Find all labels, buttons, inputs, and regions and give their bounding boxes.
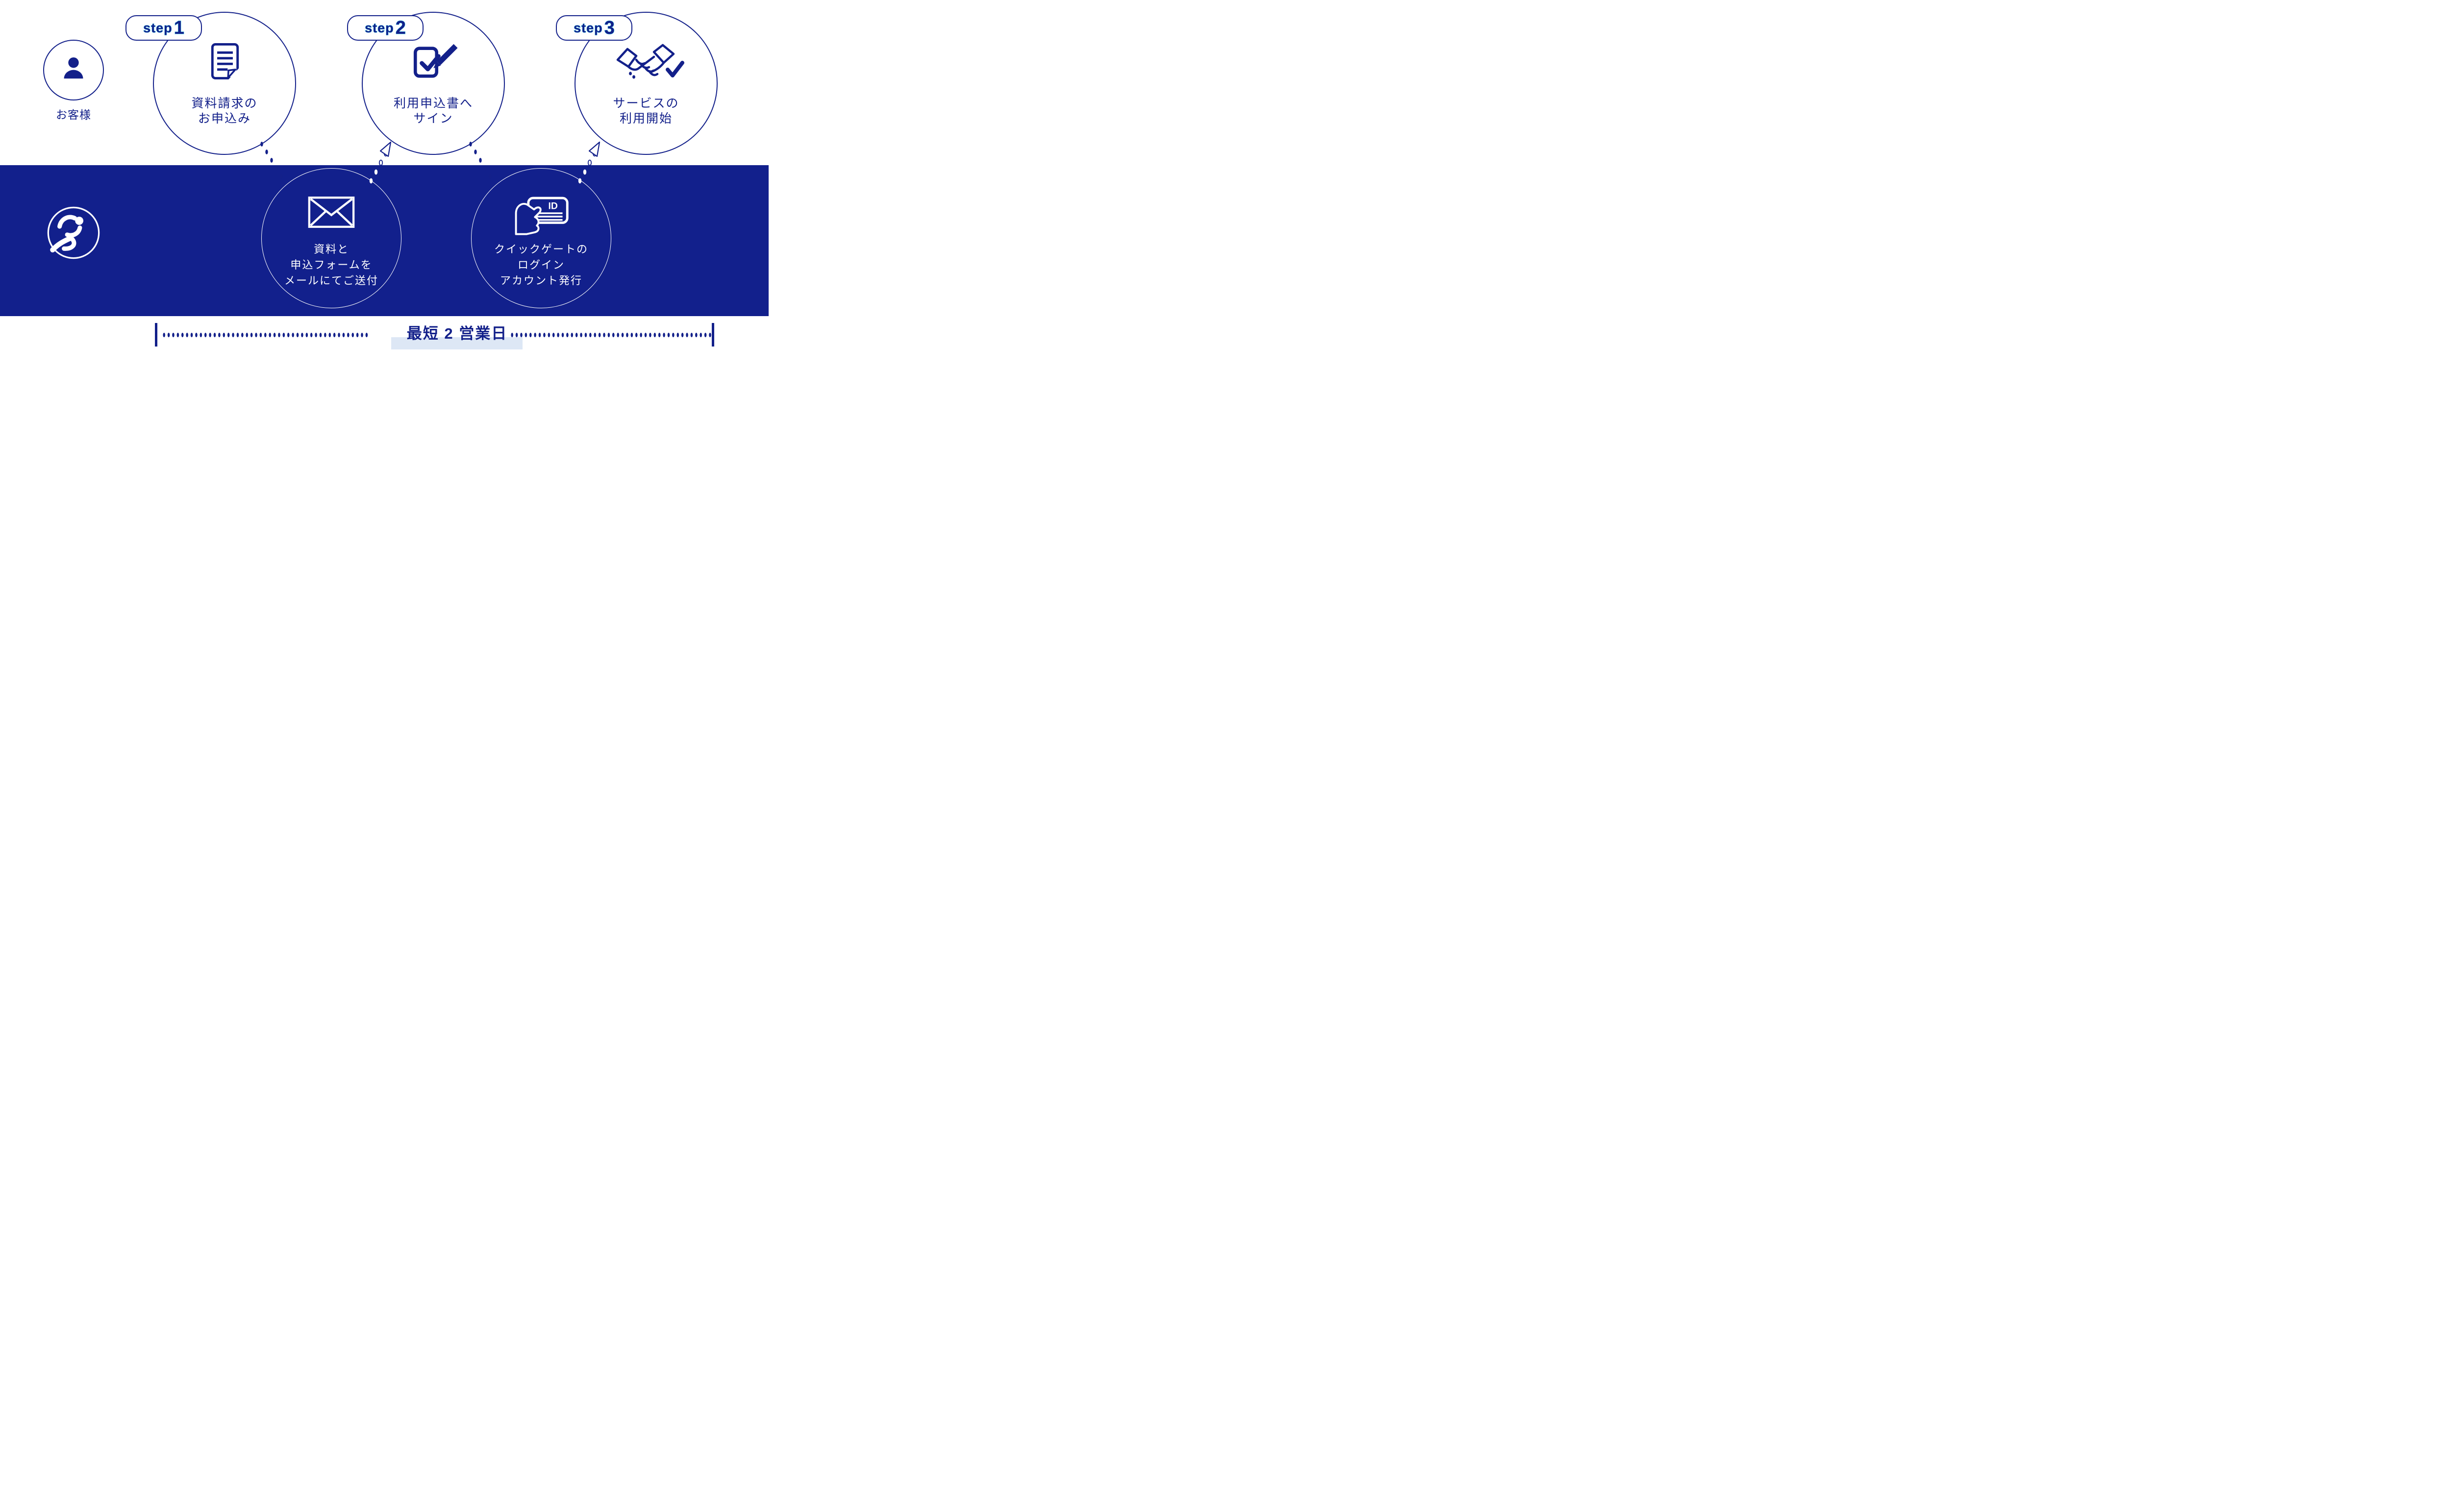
mail-step-line2: 申込フォームを: [290, 259, 373, 271]
arrow-to-step3: [588, 141, 600, 157]
timeline-start-bar: [155, 323, 157, 347]
id-card-text: ID: [548, 200, 557, 211]
step2-label: 利用申込書へ サイン: [362, 96, 505, 126]
runner-icon: [47, 206, 100, 259]
account-step-line1: クイックゲートの: [494, 243, 588, 255]
mail-step-label: 資料と 申込フォームを メールにてご送付: [261, 242, 401, 289]
timeline-end-bar: [712, 323, 714, 347]
step1-label-line1: 資料請求の: [191, 97, 258, 110]
step1-badge-number: 1: [174, 18, 184, 38]
timeline-dots-right: [510, 332, 712, 338]
step1-badge-prefix: step: [143, 20, 173, 35]
customer-label: お客様: [56, 108, 91, 121]
process-flow-diagram: お客様 資料請求の お申込み 利用申込書へ サイン: [0, 0, 769, 352]
step2-circle: [362, 12, 505, 155]
step2-label-line1: 利用申込書へ: [393, 97, 473, 110]
step1-badge: step 1: [125, 15, 202, 41]
step1-circle: [153, 12, 296, 155]
mail-step-line3: メールにてご送付: [284, 274, 378, 287]
step3-badge: step 3: [556, 15, 632, 41]
account-step-circle: [471, 168, 611, 308]
person-icon: [64, 57, 83, 79]
timeline-dots-left: [162, 332, 370, 338]
step3-label: サービスの 利用開始: [575, 96, 718, 126]
id-card-icon: ID: [515, 197, 569, 235]
step3-badge-number: 3: [604, 18, 615, 38]
checkbox-pen-icon: [413, 43, 459, 78]
step2-label-line2: サイン: [413, 112, 453, 125]
document-icon: [211, 43, 239, 80]
envelope-icon: [308, 197, 355, 228]
step2-badge-number: 2: [395, 18, 406, 38]
step2-badge: step 2: [347, 15, 424, 41]
mail-step-line1: 資料と: [313, 243, 349, 255]
step3-label-line1: サービスの: [613, 97, 679, 110]
step1-label-line2: お申込み: [198, 112, 251, 125]
step3-label-line2: 利用開始: [619, 112, 673, 125]
account-step-line2: ログイン: [517, 259, 565, 271]
account-step-line3: アカウント発行: [500, 274, 582, 287]
handshake-check-icon: [616, 44, 684, 79]
timeline-label: 最短 2 営業日: [406, 325, 508, 342]
step1-label: 資料請求の お申込み: [153, 96, 296, 126]
account-step-label: クイックゲートの ログイン アカウント発行: [471, 242, 611, 289]
timeline-highlight: [391, 337, 523, 349]
mail-step-circle: [261, 168, 401, 308]
step3-badge-prefix: step: [574, 20, 603, 35]
arrow-to-step2: [379, 141, 392, 157]
step2-badge-prefix: step: [365, 20, 394, 35]
